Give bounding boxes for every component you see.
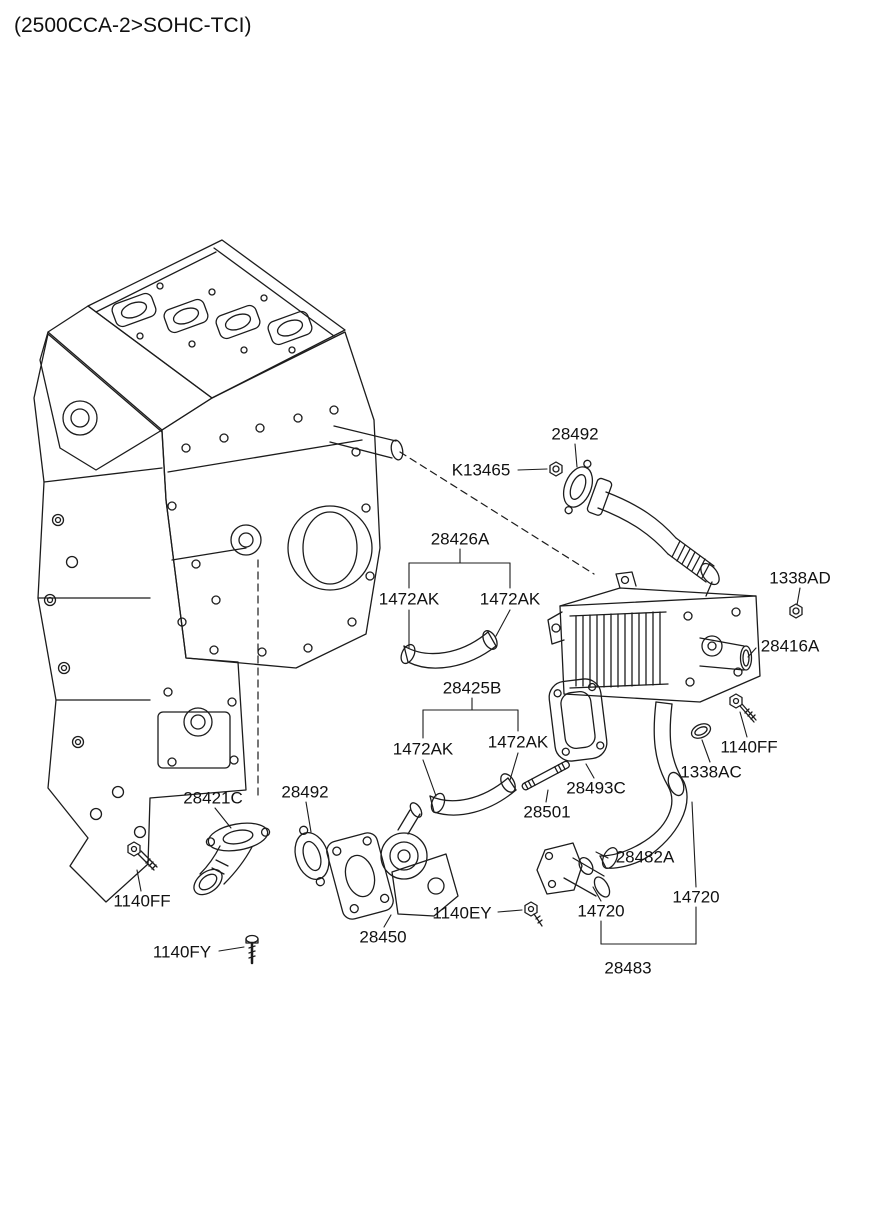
bolt-1140ff-left-icon (127, 841, 158, 871)
bolt-1140ff-right-icon (729, 693, 757, 723)
water-inlet-drawing (193, 822, 271, 896)
part-label-lower-hose-clamp-left: 1472AK (392, 739, 454, 759)
part-label-egr-cooler: 28416A (760, 636, 820, 656)
part-label-egr-pipe-nut: K13465 (451, 460, 511, 480)
part-label-inlet-bolt: 1140FF (113, 891, 171, 911)
part-label-lower-hose-clamp-right: 1472AK (487, 732, 549, 752)
part-label-upper-hose-clamp-right: 1472AK (479, 589, 541, 609)
part-label-pipe-clamp: 1338AC (680, 762, 742, 782)
part-label-cooler-mount-bolt: 1140FF (720, 737, 778, 757)
egr-pipe-drawing (549, 459, 720, 597)
clamp-1338ac-icon (690, 723, 712, 739)
part-label-egr-valve: 28450 (359, 927, 407, 947)
part-label-pipe-assembly: 28483 (604, 958, 652, 978)
part-label-drain-bolt: 1140FY (152, 942, 212, 962)
dashed-reference-lines (257, 451, 595, 799)
stud-28501-icon (521, 760, 570, 791)
part-label-valve-gasket: 28492 (281, 782, 329, 802)
part-label-egr-pipe-gasket: 28492 (551, 424, 599, 444)
part-label-upper-hose-clamp-left: 1472AK (378, 589, 440, 609)
diagram-title: (2500CCA-2>SOHC-TCI) (14, 14, 252, 37)
egr-cooler-drawing (547, 571, 761, 703)
part-label-elbow-pipe: 28482A (615, 847, 675, 867)
elbow-pipe-drawing (599, 701, 688, 869)
bolt-1140fy-icon (245, 934, 259, 965)
cooler-gasket-drawing (548, 678, 608, 762)
part-label-pipe-bolt: 1140EY (432, 903, 492, 923)
part-label-upper-hose: 28426A (430, 529, 490, 549)
engine-assembly-drawing (33, 239, 404, 903)
upper-hose-drawing (400, 630, 498, 669)
egr-valve-drawing (326, 802, 459, 920)
nut-k13465-icon (549, 461, 563, 477)
valve-gasket-drawing (294, 825, 330, 887)
part-label-lower-hose: 28425B (442, 678, 502, 698)
bolt-1140ey-icon (524, 901, 543, 927)
water-pipe-drawing (536, 842, 611, 898)
leader-lines (136, 443, 801, 952)
part-label-water-inlet-fitting: 28421C (183, 788, 243, 808)
part-label-hose-right: 14720 (672, 887, 720, 907)
part-label-stud: 28501 (523, 802, 571, 822)
part-label-cooler-gasket: 28493C (566, 778, 626, 798)
bolt-1338ad-icon (789, 603, 803, 619)
lower-hose-drawing (429, 773, 517, 816)
gasket-28492-top-icon (562, 459, 594, 515)
part-label-cooler-bolt: 1338AD (769, 568, 831, 588)
part-label-hose-left: 14720 (577, 901, 625, 921)
